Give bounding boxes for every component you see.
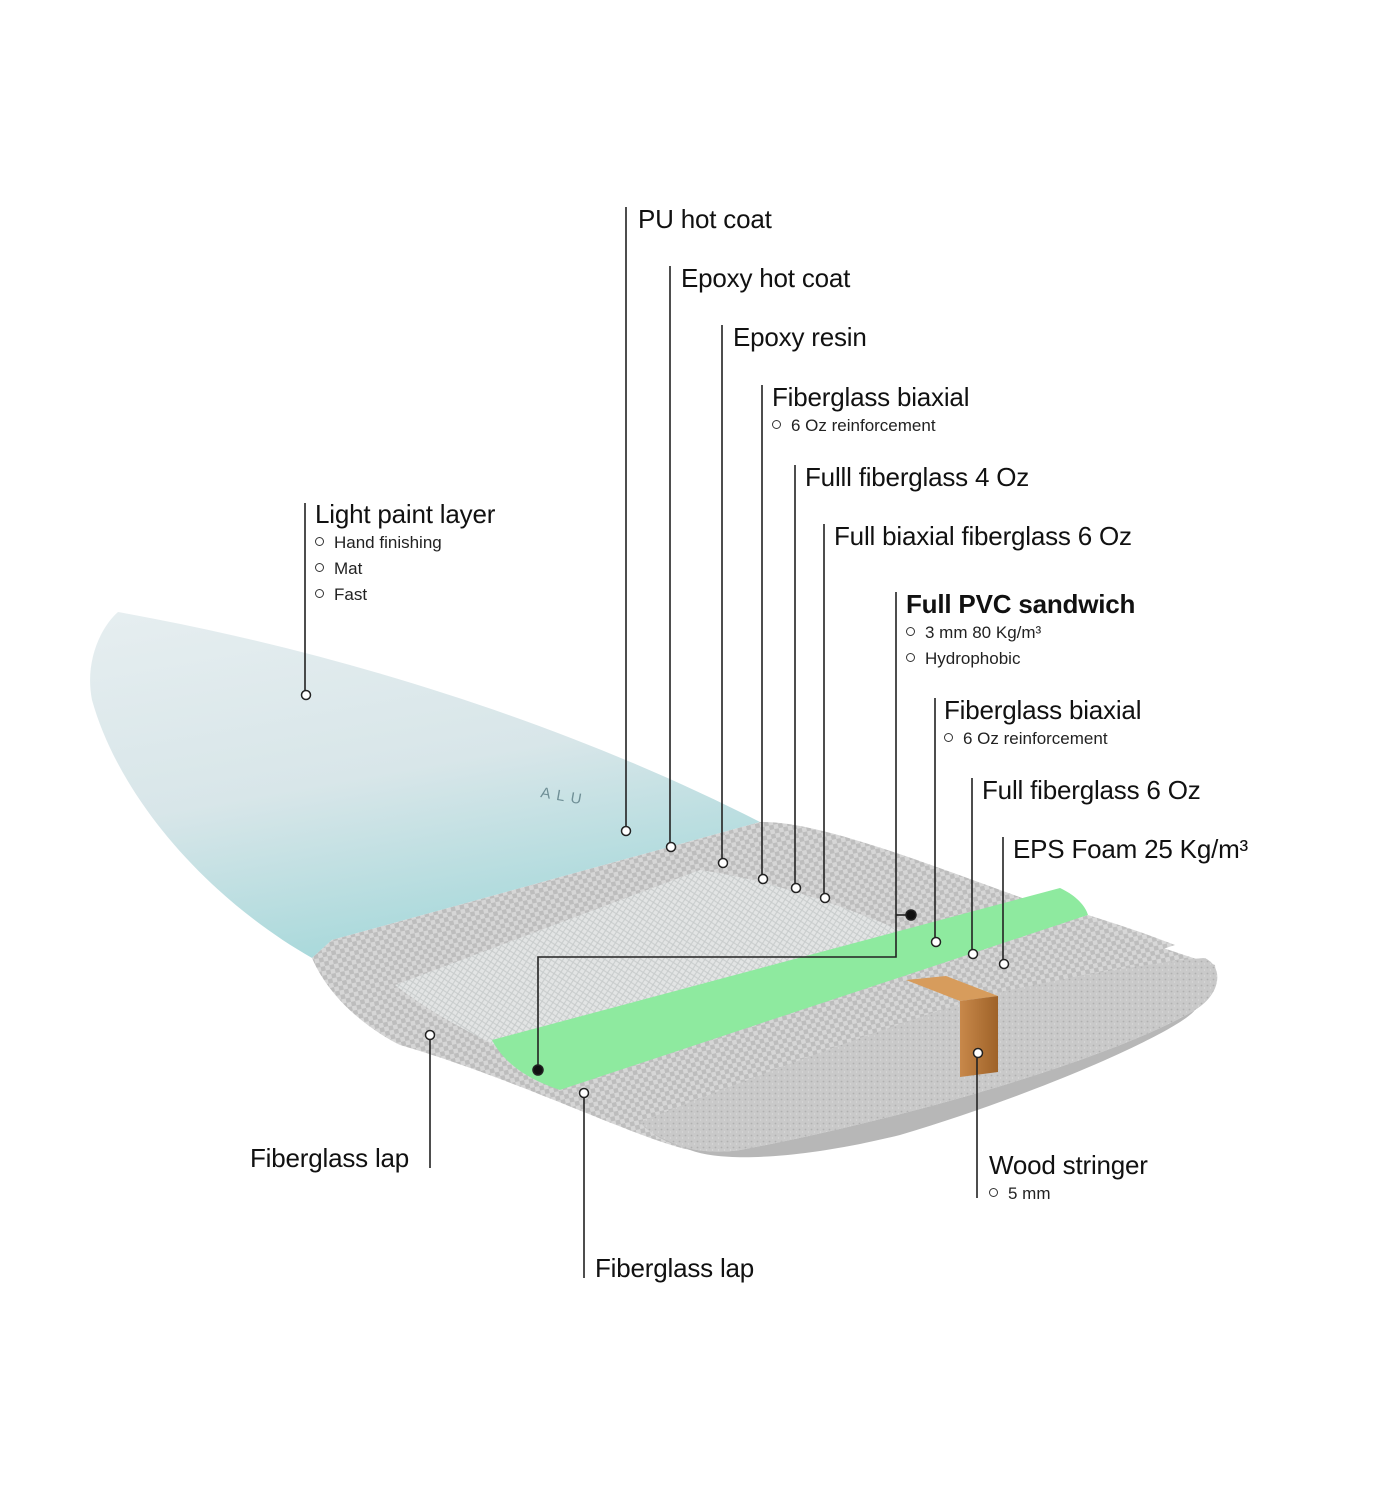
leader-dot-fiberglass-lap-bottom <box>578 1087 590 1099</box>
leader-dot-epoxy-resin <box>717 857 729 869</box>
board-deck <box>90 612 760 958</box>
label-full-fiberglass-6oz: Full fiberglass 6 Oz <box>982 775 1201 805</box>
label-epoxy-resin: Epoxy resin <box>733 322 867 352</box>
label-title: Full biaxial fiberglass 6 Oz <box>834 521 1132 551</box>
bullet-text: Mat <box>334 559 363 578</box>
wood-stringer-face <box>960 996 998 1077</box>
label-bullet: 5 mm <box>989 1182 1148 1206</box>
label-title: Fiberglass lap <box>250 1143 410 1173</box>
bullet-text: 6 Oz reinforcement <box>791 416 936 435</box>
bullet-icon <box>315 537 324 547</box>
label-fiberglass-biaxial-bottom: Fiberglass biaxial 6 Oz reinforcement <box>944 695 1141 751</box>
inner-fiberglass-band <box>560 915 1175 1122</box>
bullet-text: 3 mm 80 Kg/m³ <box>925 623 1042 642</box>
leader-dot-epoxy-hot-coat <box>665 841 677 853</box>
label-bullet: 3 mm 80 Kg/m³ <box>906 621 1135 645</box>
bullet-text: Hand finishing <box>334 533 442 552</box>
leader-markers <box>300 689 1010 1099</box>
label-pu-hot-coat: PU hot coat <box>638 204 772 234</box>
bullet-text: 5 mm <box>1008 1184 1051 1203</box>
label-title: Full PVC sandwich <box>906 589 1136 619</box>
leader-dot-fiberglass-biaxial-bottom <box>930 936 942 948</box>
label-bullet: 6 Oz reinforcement <box>772 414 969 438</box>
label-title: Light paint layer <box>315 499 496 529</box>
wood-stringer-top <box>906 976 998 1001</box>
bullet-icon <box>906 653 915 663</box>
leader-dot-pu-hot-coat <box>620 825 632 837</box>
bullet-icon <box>315 589 324 599</box>
label-full-biaxial-6oz: Full biaxial fiberglass 6 Oz <box>834 521 1132 551</box>
label-bullet: Hand finishing <box>315 531 495 555</box>
foam-side <box>640 1010 1195 1158</box>
label-eps-foam: EPS Foam 25 Kg/m³ <box>1013 834 1248 864</box>
label-title: EPS Foam 25 Kg/m³ <box>1013 834 1249 864</box>
leader-dot-full-pvc-sandwich-upper <box>905 909 917 921</box>
bullet-icon <box>315 563 324 573</box>
foam-cross-section <box>640 958 1218 1152</box>
leader-dot-full-fiberglass-4oz <box>790 882 802 894</box>
bullet-text: 6 Oz reinforcement <box>963 729 1108 748</box>
bullet-icon <box>944 733 953 743</box>
label-title: Epoxy resin <box>733 322 867 352</box>
label-title: PU hot coat <box>638 204 772 234</box>
leader-dot-light-paint-layer <box>300 689 312 701</box>
label-title: Fiberglass biaxial <box>944 695 1142 725</box>
label-bullet: Mat <box>315 557 495 581</box>
label-title: Epoxy hot coat <box>681 263 851 293</box>
bullet-text: Hydrophobic <box>925 649 1021 668</box>
label-full-pvc-sandwich: Full PVC sandwich 3 mm 80 Kg/m³ Hydropho… <box>906 589 1135 671</box>
label-title: Fulll fiberglass 4 Oz <box>805 462 1030 492</box>
leader-dot-eps-foam <box>998 958 1010 970</box>
label-full-fiberglass-4oz: Fulll fiberglass 4 Oz <box>805 462 1029 492</box>
leader-lines <box>304 207 1004 1278</box>
label-wood-stringer: Wood stringer 5 mm <box>989 1150 1148 1206</box>
bullet-icon <box>989 1188 998 1198</box>
label-epoxy-hot-coat: Epoxy hot coat <box>681 263 850 293</box>
leader-line-full-pvc-sandwich <box>537 592 897 1070</box>
leader-dot-full-fiberglass-6oz <box>967 948 979 960</box>
label-fiberglass-lap-left: Fiberglass lap <box>250 1143 409 1173</box>
leader-dot-wood-stringer <box>972 1047 984 1059</box>
bullet-text: Fast <box>334 585 368 604</box>
bullet-icon <box>772 420 781 430</box>
fiberglass-lap-band <box>395 870 900 1070</box>
label-title: Fiberglass lap <box>595 1253 755 1283</box>
leader-dot-fiberglass-lap-left <box>424 1029 436 1041</box>
label-fiberglass-lap-bottom: Fiberglass lap <box>595 1253 754 1283</box>
label-fiberglass-biaxial-top: Fiberglass biaxial 6 Oz reinforcement <box>772 382 969 438</box>
leader-dot-full-biaxial-6oz <box>819 892 831 904</box>
label-light-paint-layer: Light paint layer Hand finishing Mat Fas… <box>315 499 495 607</box>
label-title: Wood stringer <box>989 1150 1148 1180</box>
bullet-icon <box>906 627 915 637</box>
label-bullet: Fast <box>315 583 495 607</box>
label-title: Fiberglass biaxial <box>772 382 970 412</box>
label-bullet: Hydrophobic <box>906 647 1135 671</box>
label-bullet: 6 Oz reinforcement <box>944 727 1141 751</box>
label-title: Full fiberglass 6 Oz <box>982 775 1201 805</box>
leader-dot-fiberglass-biaxial-top <box>757 873 769 885</box>
leader-dot-full-pvc-sandwich <box>532 1064 544 1076</box>
